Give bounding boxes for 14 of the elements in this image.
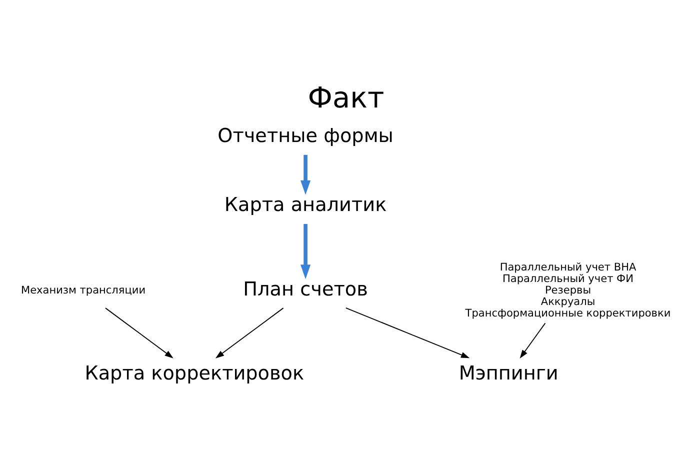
- node-text: Параллельный учет ВНА Параллельный учет ФИ Резервы Аккруалы Трансформационные корректировки: [465, 261, 671, 320]
- arrow: [215, 308, 284, 358]
- diagram-title: Факт: [308, 80, 384, 115]
- arrow: [300, 224, 311, 280]
- node-text: Карта корректировок: [84, 362, 304, 385]
- node-text: Мэппинги: [458, 362, 558, 385]
- node-text: Механизм трансляции: [21, 284, 146, 296]
- arrow: [300, 154, 311, 195]
- node-text: План счетов: [243, 277, 368, 300]
- arrow: [105, 308, 174, 358]
- node-text: Отчетные формы: [218, 124, 394, 148]
- arrow: [520, 322, 546, 358]
- node-text: Карта аналитик: [224, 193, 387, 216]
- arrow: [345, 307, 470, 358]
